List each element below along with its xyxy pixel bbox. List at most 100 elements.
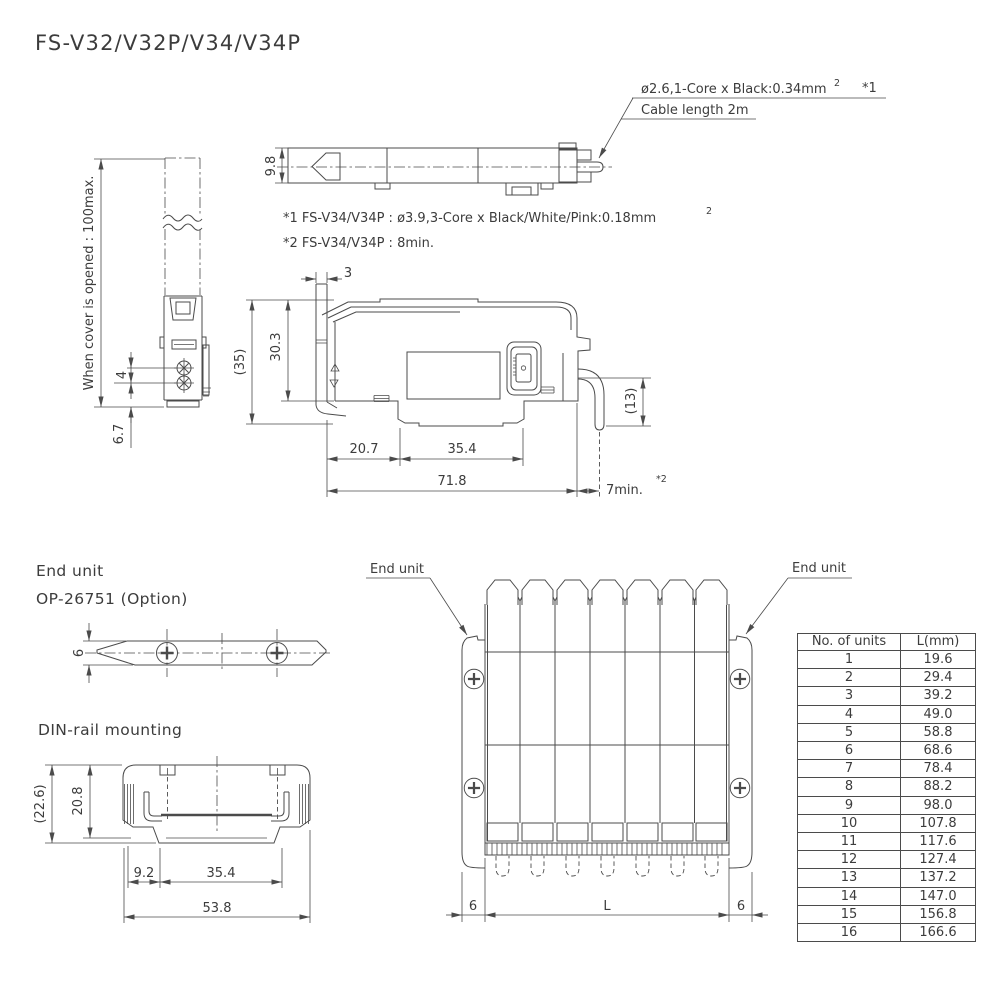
dim-22-6: (22.6) bbox=[33, 784, 48, 823]
din-latch-right bbox=[299, 784, 309, 824]
din-dim-35-4: 35.4 bbox=[207, 866, 236, 881]
dim-30-3: 30.3 bbox=[269, 333, 284, 362]
cell-units: 8 bbox=[797, 777, 901, 797]
dim-3: 3 bbox=[344, 266, 352, 281]
cell-length: 58.8 bbox=[900, 722, 976, 743]
gang-dim-6-right: 6 bbox=[737, 899, 745, 914]
cover-open-label: When cover is opened : 100max. bbox=[82, 176, 97, 391]
callout-ref1: *1 bbox=[862, 81, 877, 96]
cell-length: 29.4 bbox=[900, 668, 976, 688]
din-latch-left bbox=[124, 784, 134, 824]
front-view: When cover is opened : 100max. 4 6.7 bbox=[82, 157, 211, 448]
end-unit-label-right: End unit bbox=[792, 561, 846, 576]
callout-cable-length: Cable length 2m bbox=[641, 103, 749, 118]
cell-units: 10 bbox=[797, 813, 901, 834]
din-rail-title: DIN-rail mounting bbox=[38, 721, 182, 739]
dim-9-2: 9.2 bbox=[134, 866, 155, 881]
output-cable bbox=[577, 368, 605, 431]
dim-20-8: 20.8 bbox=[71, 787, 86, 816]
dim-4: 4 bbox=[115, 371, 130, 379]
cell-units: 7 bbox=[797, 759, 901, 779]
notes: *1 FS-V34/V34P : ø3.9,3-Core x Black/Whi… bbox=[283, 206, 712, 251]
gang-view: End unit End unit 6 L 6 bbox=[366, 561, 852, 922]
dim-6: 6 bbox=[72, 649, 87, 657]
end-unit-subtitle: OP-26751 (Option) bbox=[36, 590, 188, 608]
cell-units: 13 bbox=[797, 868, 901, 888]
gang-dim-L: L bbox=[603, 899, 611, 914]
unit-tabs bbox=[486, 579, 728, 605]
break-lines bbox=[162, 214, 203, 231]
end-unit-label-left: End unit bbox=[370, 562, 424, 577]
cell-length: 156.8 bbox=[900, 904, 976, 925]
din-body bbox=[122, 764, 311, 844]
dim-6-7: 6.7 bbox=[112, 424, 127, 445]
dim-13: (13) bbox=[624, 388, 639, 415]
end-unit-title: End unit bbox=[36, 562, 104, 580]
dim-71-8: 71.8 bbox=[438, 474, 467, 489]
col-header-length: L(mm) bbox=[900, 633, 976, 651]
cell-length: 137.2 bbox=[900, 868, 976, 888]
fiber-cables bbox=[495, 856, 719, 877]
cell-units: 16 bbox=[797, 923, 901, 943]
cell-units: 12 bbox=[797, 850, 901, 870]
cell-length: 107.8 bbox=[900, 813, 976, 834]
dim-20-7: 20.7 bbox=[350, 442, 379, 457]
callout-cable-spec-sup: 2 bbox=[834, 78, 840, 89]
cell-length: 88.2 bbox=[900, 777, 976, 797]
note-1: *1 FS-V34/V34P : ø3.9,3-Core x Black/Whi… bbox=[283, 211, 656, 226]
cell-length: 98.0 bbox=[900, 795, 976, 815]
cell-length: 78.4 bbox=[900, 759, 976, 779]
note-2: *2 FS-V34/V34P : 8min. bbox=[283, 236, 434, 251]
gang-dim-6-left: 6 bbox=[469, 899, 477, 914]
callout-leader-arrow bbox=[598, 97, 634, 159]
cell-length: 68.6 bbox=[900, 741, 976, 761]
cover-flap bbox=[315, 283, 347, 417]
cell-length: 166.6 bbox=[900, 923, 976, 943]
cell-units: 14 bbox=[797, 886, 901, 906]
dim-35: (35) bbox=[233, 349, 248, 376]
drawing-title: FS-V32/V32P/V34/V34P bbox=[35, 31, 301, 55]
note-1-sup: 2 bbox=[706, 206, 712, 217]
cell-units: 6 bbox=[797, 741, 901, 761]
cell-units: 2 bbox=[797, 668, 901, 688]
opened-cover bbox=[164, 157, 201, 295]
end-unit-section: End unit OP-26751 (Option) 6 bbox=[36, 562, 333, 683]
dim-7min: 7min. bbox=[606, 483, 643, 498]
side-view: 3 (35) 30.3 (13) 20.7 35.4 71.8 7min. *2 bbox=[233, 266, 667, 498]
callout-cable-spec: ø2.6,1-Core x Black:0.34mm bbox=[641, 82, 827, 97]
dim-7min-ref: *2 bbox=[656, 474, 667, 485]
cell-units: 15 bbox=[797, 904, 901, 925]
cell-units: 3 bbox=[797, 686, 901, 706]
dim-53-8: 53.8 bbox=[203, 901, 232, 916]
cell-units: 9 bbox=[797, 795, 901, 815]
din-rail-section: DIN-rail mounting (22.6) 20.8 9.2 35.4 5… bbox=[33, 721, 311, 923]
cell-length: 127.4 bbox=[900, 850, 976, 870]
cell-length: 39.2 bbox=[900, 686, 976, 706]
cell-units: 11 bbox=[797, 832, 901, 852]
gang-end-unit-left bbox=[461, 635, 486, 869]
dim-35-4: 35.4 bbox=[448, 442, 477, 457]
cell-length: 117.6 bbox=[900, 832, 976, 852]
cell-length: 19.6 bbox=[900, 649, 976, 670]
end-unit-profile bbox=[96, 640, 327, 666]
cell-units: 4 bbox=[797, 704, 901, 724]
cell-length: 147.0 bbox=[900, 886, 976, 906]
